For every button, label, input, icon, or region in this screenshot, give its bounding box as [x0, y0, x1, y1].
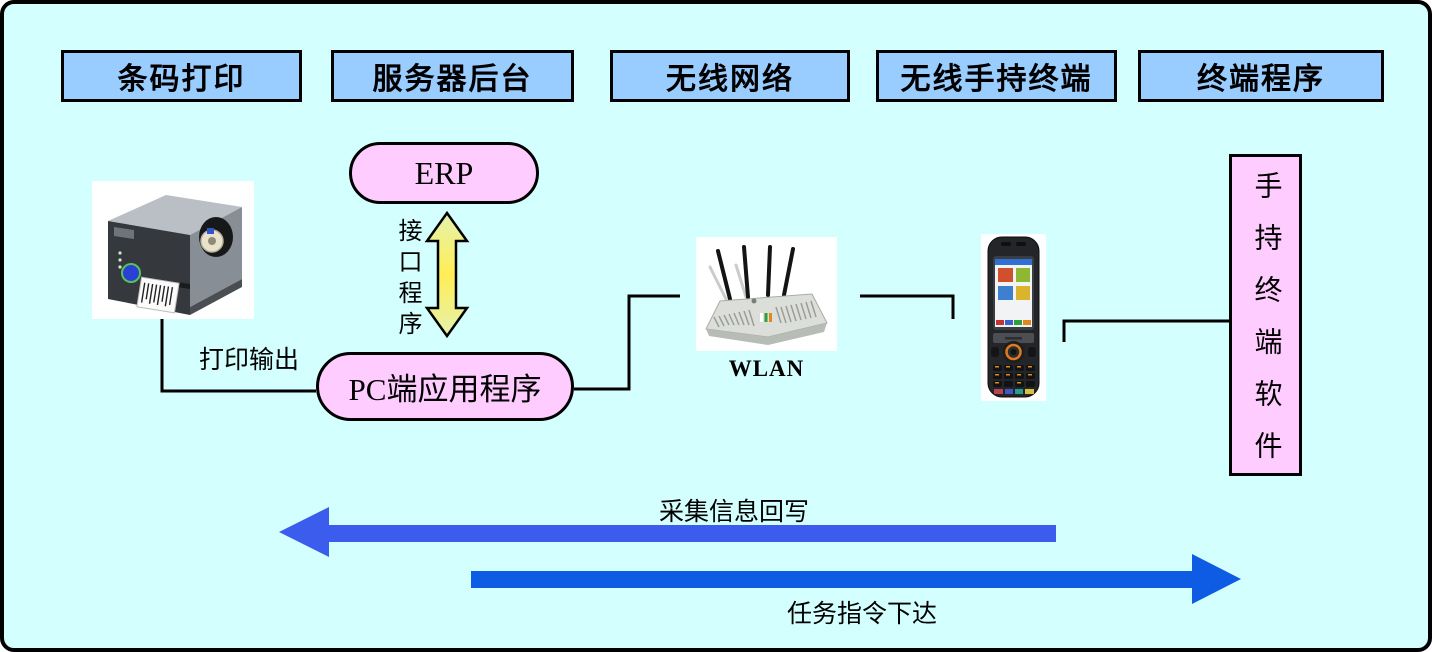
handheld-software-label: 手持终端软件: [1250, 171, 1282, 483]
print-output-label: 打印输出: [199, 347, 300, 374]
erp-node: ERP: [349, 142, 539, 204]
connector-handheld-to-software: [1062, 319, 1229, 342]
wlan-router-image: [696, 237, 837, 351]
handheld-software-node: 手持终端软件: [1229, 154, 1302, 483]
connector-pcapp-to-router: [574, 294, 680, 391]
interface-program-label: 接口程序: [394, 218, 420, 342]
wlan-router-icon: [705, 245, 828, 345]
barcode-printer-image: [92, 181, 254, 319]
header-label: 无线网络: [666, 63, 794, 96]
wlan-label: WLAN: [728, 356, 805, 381]
pc-application-label: PC端应用程序: [348, 372, 542, 407]
header-barcode-printing: 条码打印: [61, 50, 302, 102]
handheld-terminal-icon: [987, 236, 1040, 398]
header-label: 无线手持终端: [900, 63, 1093, 96]
writeback-arrow-label: 采集信息回写: [659, 499, 810, 526]
handheld-terminal-image: [981, 234, 1046, 401]
header-label: 条码打印: [117, 63, 246, 96]
barcode-printer-icon: [108, 195, 242, 315]
header-wireless-network: 无线网络: [610, 50, 850, 102]
connector-router-to-handheld: [860, 294, 955, 319]
interface-double-arrow-icon: [424, 211, 470, 338]
dispatch-arrow-label: 任务指令下达: [787, 601, 938, 628]
header-terminal-program: 终端程序: [1138, 50, 1384, 102]
header-server-backend: 服务器后台: [331, 50, 574, 102]
header-wireless-handheld: 无线手持终端: [876, 50, 1117, 102]
erp-label: ERP: [414, 154, 474, 191]
pc-application-node: PC端应用程序: [316, 352, 574, 421]
header-label: 终端程序: [1197, 63, 1325, 96]
header-label: 服务器后台: [372, 63, 533, 96]
